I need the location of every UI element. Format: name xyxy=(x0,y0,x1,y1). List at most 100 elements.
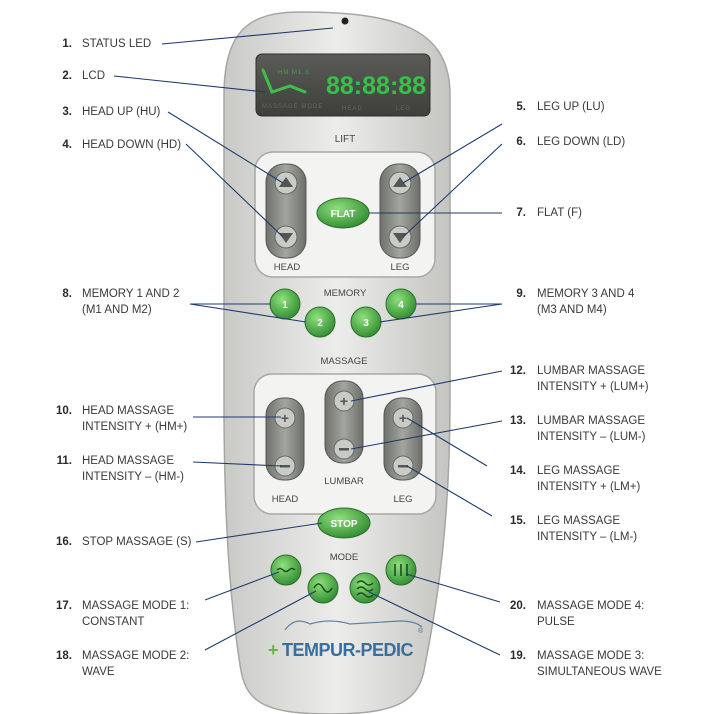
leader-15 xyxy=(406,465,493,517)
callout-number: 11. xyxy=(56,455,72,467)
plus-icon: + xyxy=(399,410,407,426)
leader-16 xyxy=(195,522,323,543)
leader-4 xyxy=(185,143,284,238)
lumbar-massage-minus-button[interactable] xyxy=(333,438,355,460)
mode-label: MODE xyxy=(330,552,359,563)
callout-number: 1. xyxy=(62,38,72,50)
callout-number: 12. xyxy=(510,365,526,377)
callout-label: MASSAGE MODE 4: xyxy=(537,600,645,612)
leader-6 xyxy=(402,143,503,238)
callout-label: MASSAGE MODE 3: xyxy=(537,650,645,662)
leg-down-button[interactable] xyxy=(388,225,412,249)
callout-number: 7. xyxy=(516,207,526,219)
lumbar-massage-plus-button[interactable]: + xyxy=(333,390,355,412)
callout-label: LEG MASSAGE xyxy=(537,465,621,477)
arrow-down-icon xyxy=(393,233,407,243)
callout-label: MEMORY 3 AND 4 xyxy=(537,288,635,300)
callout-label: SIMULTANEOUS WAVE xyxy=(537,666,662,678)
stop-label: STOP xyxy=(330,519,357,530)
callout-label: LUMBAR MASSAGE xyxy=(537,365,645,377)
callout-number: 6. xyxy=(516,136,526,148)
callout-number: 8. xyxy=(62,288,72,300)
constant-wave-icon xyxy=(276,567,296,573)
massage-head-label: HEAD xyxy=(272,494,299,505)
sleeper-outline-icon xyxy=(284,620,423,631)
callout-label: CONSTANT xyxy=(82,616,145,628)
leg-up-button[interactable] xyxy=(388,171,412,195)
callout-number: 20. xyxy=(510,600,526,612)
callout-label: LCD xyxy=(82,70,106,82)
callout-label: PULSE xyxy=(537,616,575,628)
status-led xyxy=(341,17,349,25)
leg-massage-minus-button[interactable] xyxy=(392,455,414,477)
leader-3 xyxy=(167,111,284,184)
callout-label: MASSAGE MODE 2: xyxy=(82,650,190,662)
massage-lumbar-label: LUMBAR xyxy=(324,476,364,487)
memory-label: MEMORY xyxy=(324,288,367,299)
leg-rocker xyxy=(379,163,421,259)
head-up-button[interactable] xyxy=(274,171,298,195)
brand-name: TEMPUR-PEDIC xyxy=(282,640,414,660)
leg-massage-plus-button[interactable]: + xyxy=(392,407,414,429)
arrow-up-icon xyxy=(279,177,293,187)
callout-number: 17. xyxy=(56,600,72,612)
leader-14 xyxy=(406,417,488,467)
head-massage-plus-button[interactable]: + xyxy=(274,407,296,429)
callout-label: (M3 AND M4) xyxy=(537,304,607,316)
memory-1-label: 1 xyxy=(282,300,288,311)
callout-number: 16. xyxy=(56,536,72,548)
massage-label: MASSAGE xyxy=(321,356,368,367)
callout-label: MEMORY 1 AND 2 xyxy=(82,288,180,300)
callout-label: INTENSITY – (LM-) xyxy=(537,531,638,543)
head-rocker xyxy=(265,163,307,259)
mode-pulse-button[interactable] xyxy=(385,554,417,586)
arrow-down-icon xyxy=(279,233,293,243)
leader-18 xyxy=(204,590,317,651)
leader-11 xyxy=(192,461,282,467)
callout-label: HEAD MASSAGE xyxy=(82,405,175,417)
minus-icon xyxy=(398,465,408,468)
callout-number: 2. xyxy=(62,70,72,82)
plus-icon: + xyxy=(340,393,348,409)
callout-number: 3. xyxy=(62,106,72,118)
memory-2-label: 2 xyxy=(317,318,323,329)
callout-label: STOP MASSAGE (S) xyxy=(82,536,192,548)
callout-label: INTENSITY + (HM+) xyxy=(82,421,188,433)
callout-number: 5. xyxy=(516,101,526,113)
callout-label: HEAD MASSAGE xyxy=(82,455,175,467)
leader-13 xyxy=(350,420,503,450)
head-down-button[interactable] xyxy=(274,225,298,249)
bed-graphic-icon xyxy=(261,68,307,94)
mode-constant-button[interactable] xyxy=(270,554,302,586)
lcd-digits: 88:88:88 xyxy=(326,72,426,100)
memory-3-label: 3 xyxy=(363,318,369,329)
brand-cross-icon: + xyxy=(268,640,279,660)
leader-2 xyxy=(113,75,266,93)
callout-number: 18. xyxy=(56,650,72,662)
callout-label: HEAD UP (HU) xyxy=(82,106,161,118)
leader-12 xyxy=(350,370,503,402)
mode-wave-button[interactable] xyxy=(307,572,339,604)
callout-label: INTENSITY – (HM-) xyxy=(82,471,185,483)
stop-massage-button[interactable]: STOP xyxy=(317,507,371,539)
callout-number: 14. xyxy=(510,465,526,477)
brand-logo: + TEMPUR-PEDIC ® xyxy=(268,620,424,660)
mode-simultaneous-wave-button[interactable] xyxy=(349,572,381,604)
lumbar-massage-rocker: + xyxy=(324,380,364,464)
simultaneous-wave-icon xyxy=(356,580,374,598)
leader-19 xyxy=(368,591,501,656)
callout-label: WAVE xyxy=(82,666,115,678)
lcd-screen: HM M1 S MASSAGE MODE 88:88:88 HEAD LEG xyxy=(255,53,431,117)
callout-label: LEG MASSAGE xyxy=(537,515,621,527)
lift-head-label: HEAD xyxy=(274,262,301,273)
leader-20 xyxy=(405,573,501,603)
callout-label: STATUS LED xyxy=(82,38,152,50)
flat-label: FLAT xyxy=(331,209,356,220)
callout-number: 15. xyxy=(510,515,526,527)
lcd-small-bottom-mid: HEAD xyxy=(342,106,363,112)
leader-5 xyxy=(402,123,503,184)
memory-4-label: 4 xyxy=(398,300,404,311)
callout-number: 13. xyxy=(510,415,526,427)
